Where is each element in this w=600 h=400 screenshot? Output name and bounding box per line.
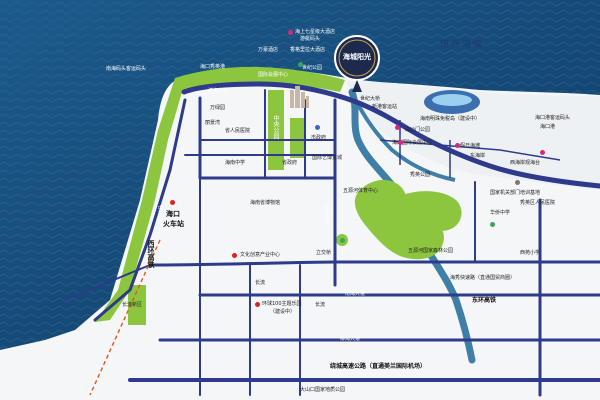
harbor-label: 海口港 bbox=[540, 124, 556, 130]
culture-creative-label: 文化创意产业中心 bbox=[240, 252, 281, 258]
haikou-harbor-label: 海口港客运码头 bbox=[535, 115, 571, 121]
century-park-label: 世纪公园 bbox=[302, 65, 323, 71]
museum-label: 海南省博物馆 bbox=[250, 200, 281, 206]
golden-label: 东海岸 bbox=[470, 153, 486, 159]
hospital-label: 省人民医院 bbox=[225, 128, 251, 134]
xiangge-label: 香格里拉大酒店 bbox=[290, 47, 326, 53]
govt-pin[interactable] bbox=[315, 125, 320, 130]
boyu-label: 白沙门公园 bbox=[405, 127, 431, 133]
wuyuanhe-stadium-label: 五源河体育中心 bbox=[343, 188, 379, 194]
wuyuanhe-park bbox=[354, 179, 444, 260]
beach-pin[interactable] bbox=[455, 143, 460, 148]
nanhai-ave-label: 南海大道 bbox=[345, 291, 366, 297]
govt-label: 省政府 bbox=[282, 160, 298, 166]
culture-label: 国际艺博览城 bbox=[312, 155, 343, 161]
building-cluster bbox=[290, 86, 309, 108]
wanlv-label: 万绿园 bbox=[210, 105, 226, 111]
city-govt-label: 市政府 bbox=[311, 135, 327, 141]
project-badge bbox=[334, 35, 380, 92]
lisheng-label: 立交桥 bbox=[316, 250, 332, 256]
haidian-island bbox=[345, 80, 600, 190]
huanqiu-label: 环球100主题乐园 bbox=[262, 301, 302, 307]
xiyuan-label: 西苑小学 bbox=[520, 250, 541, 256]
expo-label: 国际会展中心 bbox=[258, 72, 289, 78]
harbor-pin[interactable] bbox=[540, 150, 545, 155]
haikou-station-label: 海口 bbox=[166, 210, 180, 218]
central-park-label: 中央公园 bbox=[272, 115, 279, 139]
haikou-station2-label: 火车站 bbox=[163, 220, 184, 228]
wanjia-label: 万豪酒店 bbox=[258, 47, 279, 53]
east-rail-label: 东环高铁 bbox=[472, 297, 497, 304]
wuyuanhe-park-label: 五源河国家森林公园 bbox=[408, 248, 454, 254]
project-name[interactable]: 海城阳光 bbox=[343, 53, 371, 61]
lijingbay-label: 丽景湾 bbox=[205, 120, 221, 126]
xihuan-rail-label: 西环高铁 bbox=[147, 240, 155, 268]
ferry-label: 游艇码头 bbox=[300, 36, 321, 42]
huanqiu-sub-label: （建设中） bbox=[270, 309, 296, 315]
huazhong-pin[interactable] bbox=[490, 222, 495, 227]
view-label: 观海台 bbox=[525, 160, 541, 166]
view-pin[interactable] bbox=[515, 180, 520, 185]
binhai-road-label: 滨海大道 bbox=[208, 88, 229, 94]
culture-creative-pin[interactable] bbox=[232, 253, 237, 258]
global-label: 海口国际会展中心 bbox=[392, 140, 433, 146]
new-port-label: 新港客运站 bbox=[372, 104, 398, 110]
hotel-label: 海上七星级大酒店 bbox=[295, 29, 336, 35]
park-pin[interactable] bbox=[298, 62, 303, 67]
xiuying-hospital-label: 秀英区人民医院 bbox=[520, 200, 556, 206]
century-bridge-label: 世纪大桥 bbox=[360, 96, 381, 102]
yehai-ave-label: 椰海大道 bbox=[340, 336, 361, 342]
sea-pearl-label: 海南明珠免税岛（建设中） bbox=[420, 116, 481, 122]
daying-park-label: 大山口国家地质公园 bbox=[300, 387, 346, 393]
road-binhai bbox=[181, 81, 600, 189]
national-inst-label: 国家机关部门培训基地 bbox=[490, 190, 541, 196]
port-label: 南海码头客运码头 bbox=[106, 66, 147, 72]
sea-label: 琼州海峡 bbox=[440, 40, 485, 50]
road-network bbox=[64, 81, 600, 397]
lisheng-pin[interactable] bbox=[340, 238, 345, 243]
school-label: 海南中学 bbox=[225, 160, 246, 166]
station-pin[interactable] bbox=[170, 200, 175, 205]
xidao-label: 假日海滩 bbox=[460, 143, 481, 149]
boyu-pin[interactable] bbox=[395, 125, 400, 130]
changliu-new-label: 长流新区 bbox=[122, 302, 143, 308]
city-cross-label: 西海岸 bbox=[510, 160, 526, 166]
central-park-strip bbox=[268, 90, 284, 170]
road-west-diag bbox=[93, 98, 187, 322]
haikou-pier-label: 海口秀英港 bbox=[200, 64, 226, 70]
coastal-park bbox=[95, 66, 345, 322]
xiuying-park-label: 秀英公园 bbox=[410, 172, 431, 178]
changliu-label: 长流 bbox=[255, 280, 266, 286]
huazhong-label: 华侨中学 bbox=[490, 210, 511, 216]
central-ave-label: 中央大道 bbox=[324, 205, 330, 225]
xiuying-road-label: 海秀快速路（直通国贸商圈） bbox=[450, 275, 516, 281]
ring-hwy-label: 绕城高速公路（直通美兰国际机场） bbox=[330, 363, 427, 370]
global-pin[interactable] bbox=[398, 140, 403, 145]
zhongjiang-road-label: 中海大道 bbox=[157, 205, 163, 225]
rail-line bbox=[89, 239, 161, 396]
huanqiu-pin[interactable] bbox=[255, 302, 260, 307]
changliu2-label: 长流 bbox=[315, 302, 326, 308]
hotel-pin[interactable] bbox=[288, 30, 293, 35]
